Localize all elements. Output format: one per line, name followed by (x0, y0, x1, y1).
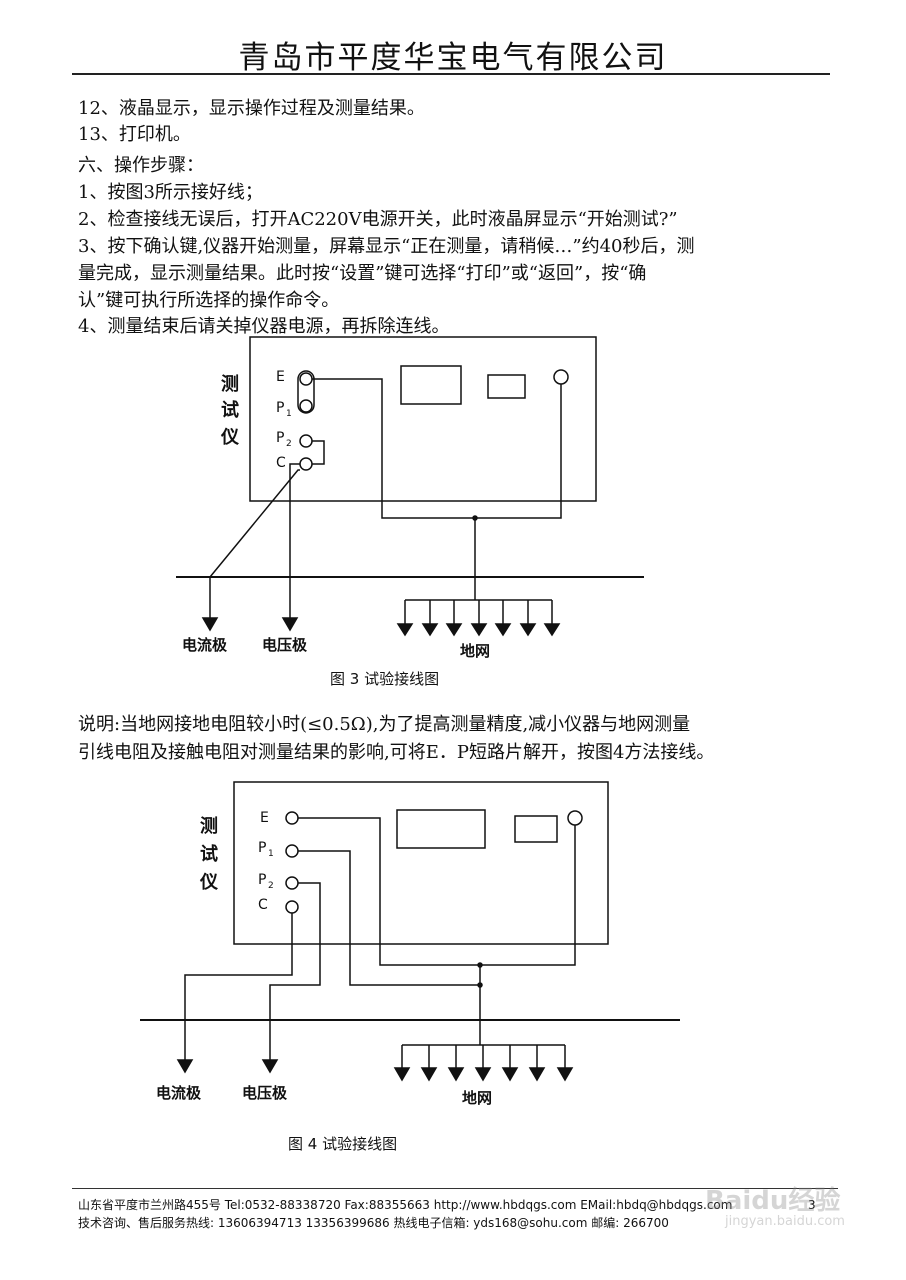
body-line: 1、按图3所示接好线； (78, 182, 263, 203)
company-title: 青岛市平度华宝电气有限公司 (238, 40, 668, 76)
fig4-device-box (233, 781, 609, 945)
fig3-wire-e (312, 378, 475, 519)
fig3-terminal-c: C (276, 455, 286, 471)
fig3-device-label: 试 (221, 399, 239, 421)
fig3-terminal-p1-sub: 1 (286, 409, 292, 419)
fig4-junction-bottom (477, 982, 483, 988)
note-line: 说明:当地网接地电阻较小时(≤0.5Ω),为了提高测量精度,减小仪器与地网测量 (78, 714, 691, 735)
fig3-voltage-electrode-label: 电压极 (262, 636, 308, 654)
fig4-device-label: 仪 (199, 872, 219, 893)
fig4-terminal-p1: P (258, 840, 266, 856)
fig4-terminal-e-circle (285, 811, 299, 825)
fig4-current-electrode-label: 电流极 (156, 1084, 202, 1102)
fig3-shorting-strip (297, 370, 315, 414)
fig4-terminal-p2-sub: 2 (268, 881, 274, 891)
fig3-wire-p2 (209, 469, 300, 578)
fig3-terminal-p1-circle (299, 399, 313, 413)
fig3-current-electrode-label: 电流极 (182, 636, 228, 654)
fig3-terminal-e: E (276, 369, 285, 385)
page-number: 3 (808, 1198, 816, 1212)
fig3-device-box (249, 336, 597, 502)
fig3-caption: 图 3 试验接线图 (330, 670, 439, 688)
fig4-terminal-p2-circle (285, 876, 299, 890)
fig4-device-label: 试 (200, 843, 218, 865)
fig4-wire-e (298, 817, 480, 966)
fig4-wire-c (184, 913, 293, 1020)
fig3-wire-c (289, 463, 300, 577)
body-line: 2、检查接线无误后，打开AC220V电源开关，此时液晶屏显示“开始测试?” (78, 209, 678, 230)
fig4-terminal-e: E (260, 810, 269, 826)
fig4-caption: 图 4 试验接线图 (288, 1135, 397, 1153)
body-line: 量完成，显示测量结果。此时按“设置”键可选择“打印”或“返回”，按“确 (78, 263, 647, 284)
fig4-ground-grid-rods (393, 1045, 574, 1082)
fig4-device-label: 测 (200, 815, 218, 837)
fig3-terminal-p2: P (276, 430, 284, 446)
fig4-terminal-p2: P (258, 872, 266, 888)
fig3-terminal-p2-sub: 2 (286, 439, 292, 449)
fig3-wire-p2-c-link (312, 440, 325, 465)
fig3-device-label: 测 (221, 373, 239, 395)
fig4-terminal-p1-sub: 1 (268, 849, 274, 859)
body-line: 13、打印机。 (78, 124, 191, 145)
fig3-voltage-electrode-arrow (281, 617, 299, 632)
footer-contact-line: 山东省平度市兰州路455号 Tel:0532-88338720 Fax:8835… (78, 1198, 733, 1212)
fig4-terminal-c-circle (285, 900, 299, 914)
body-line: 认”键可执行所选择的操作命令。 (78, 290, 340, 311)
fig4-junction-top (477, 962, 483, 968)
fig3-ground-grid-rods (396, 600, 561, 637)
fig3-ground-grid-label: 地网 (460, 642, 490, 660)
fig4-terminal-p1-circle (285, 844, 299, 858)
fig3-terminal-p1: P (276, 400, 284, 416)
fig4-current-electrode-arrow (176, 1059, 194, 1074)
fig3-junction (472, 515, 478, 521)
header-rule (72, 73, 830, 75)
footer-rule (72, 1188, 838, 1189)
fig4-lcd-screen (396, 809, 486, 849)
fig3-device-label: 仪 (220, 427, 240, 448)
fig3-current-electrode-arrow (201, 617, 219, 632)
fig3-wire-knob (475, 384, 562, 519)
body-line: 3、按下确认键,仪器开始测量，屏幕显示“正在测量，请稍候…”约40秒后，测 (78, 236, 695, 257)
fig4-terminal-c: C (258, 897, 268, 913)
note-line: 引线电阻及接触电阻对测量结果的影响,可将E．P短路片解开，按图4方法接线。 (78, 742, 715, 763)
fig4-knob (567, 810, 583, 826)
fig3-printer (487, 374, 526, 399)
fig4-voltage-electrode-arrow (261, 1059, 279, 1074)
fig4-ground-grid-label: 地网 (462, 1089, 492, 1107)
footer-service-line: 技术咨询、售后服务热线: 13606394713 13356399686 热线电… (78, 1216, 669, 1230)
body-line: 4、测量结束后请关掉仪器电源，再拆除连线。 (78, 316, 450, 337)
fig4-wire-knob (480, 825, 576, 966)
fig4-printer (514, 815, 558, 843)
body-line: 12、液晶显示，显示操作过程及测量结果。 (78, 98, 425, 119)
watermark-url: jingyan.baidu.com (725, 1214, 845, 1229)
fig4-wire-p1 (298, 850, 480, 986)
fig4-voltage-electrode-label: 电压极 (242, 1084, 288, 1102)
fig3-lcd-screen (400, 365, 462, 405)
fig4-wire-p2 (269, 882, 321, 1020)
body-line: 六、操作步骤： (78, 155, 204, 176)
baidu-watermark: Baidu经验 jingyan.baidu.com (705, 1180, 845, 1236)
watermark-logo-text: Baidu经验 (705, 1186, 841, 1216)
